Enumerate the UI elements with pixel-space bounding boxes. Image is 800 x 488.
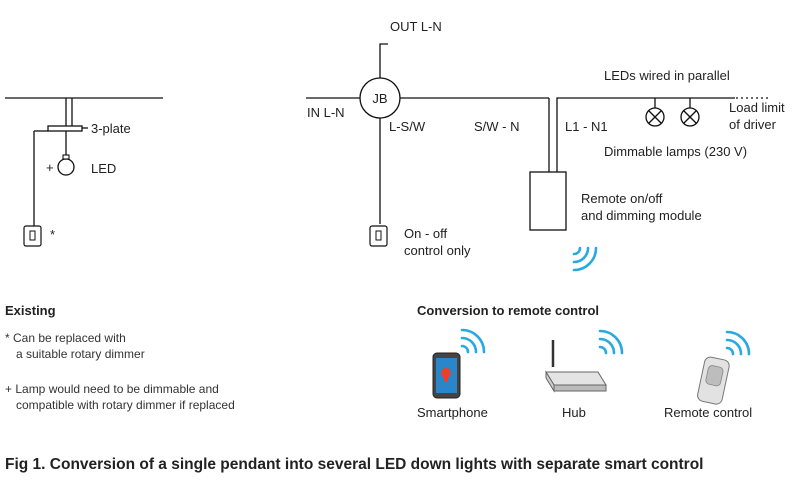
ls-label: L-S/W <box>389 119 426 134</box>
smartphone-wireless-icon <box>460 328 486 354</box>
load-limit-line2: of driver <box>729 117 777 132</box>
module-label-line1: Remote on/off <box>581 191 663 206</box>
on-off-switch-icon <box>369 225 388 247</box>
junction-box-label: JB <box>372 91 387 106</box>
device-label-smartphone: Smartphone <box>417 405 488 420</box>
led-label: LED <box>91 161 116 176</box>
dimmable-lamps-label: Dimmable lamps (230 V) <box>604 144 747 159</box>
l1-n1-label: L1 - N1 <box>565 119 608 134</box>
lamp-1-icon <box>645 98 665 127</box>
led-bulb-icon <box>57 154 75 176</box>
switch-asterisk-mark: * <box>50 227 55 242</box>
hub-wireless-icon <box>598 329 624 355</box>
device-label-remote: Remote control <box>664 405 752 420</box>
figure-caption: Fig 1. Conversion of a single pendant in… <box>5 456 703 473</box>
plate-label: 3-plate <box>91 121 131 136</box>
onoff-label-line2: control only <box>404 243 471 258</box>
dimming-module <box>529 171 567 231</box>
smartphone-icon <box>432 352 461 399</box>
note-2-line2: compatible with rotary dimmer if replace… <box>16 398 235 412</box>
hub-router-icon <box>545 340 607 393</box>
wall-switch-icon <box>23 225 42 247</box>
existing-circuit: 3-plate + LED * <box>5 97 163 247</box>
sw-n-label: S/W - N <box>474 119 520 134</box>
remote-wireless-icon <box>725 330 751 356</box>
conversion-heading: Conversion to remote control <box>417 303 599 318</box>
note-1-line2: a suitable rotary dimmer <box>16 347 145 361</box>
new-circuit: JB OUT L-N IN L-N L-S/W On - off control… <box>306 19 785 272</box>
module-wireless-icon <box>572 246 598 272</box>
lamp-feed-wire <box>556 97 735 172</box>
outgoing-supply-wire <box>379 43 388 78</box>
note-2-line1: + Lamp would need to be dimmable and <box>5 382 219 396</box>
ceiling-rose-plate <box>47 125 83 132</box>
led-plus-mark: + <box>46 160 54 175</box>
device-label-hub: Hub <box>562 405 586 420</box>
remote-control-icon <box>697 356 730 405</box>
module-label-line2: and dimming module <box>581 208 702 223</box>
parallel-label: LEDs wired in parallel <box>604 68 730 83</box>
in-label: IN L-N <box>307 105 345 120</box>
load-limit-line1: Load limit <box>729 100 785 115</box>
onoff-label-line1: On - off <box>404 226 448 241</box>
lamp-2-icon <box>680 98 700 127</box>
existing-heading: Existing <box>5 303 56 318</box>
note-1-line1: * Can be replaced with <box>5 331 126 345</box>
out-label: OUT L-N <box>390 19 442 34</box>
